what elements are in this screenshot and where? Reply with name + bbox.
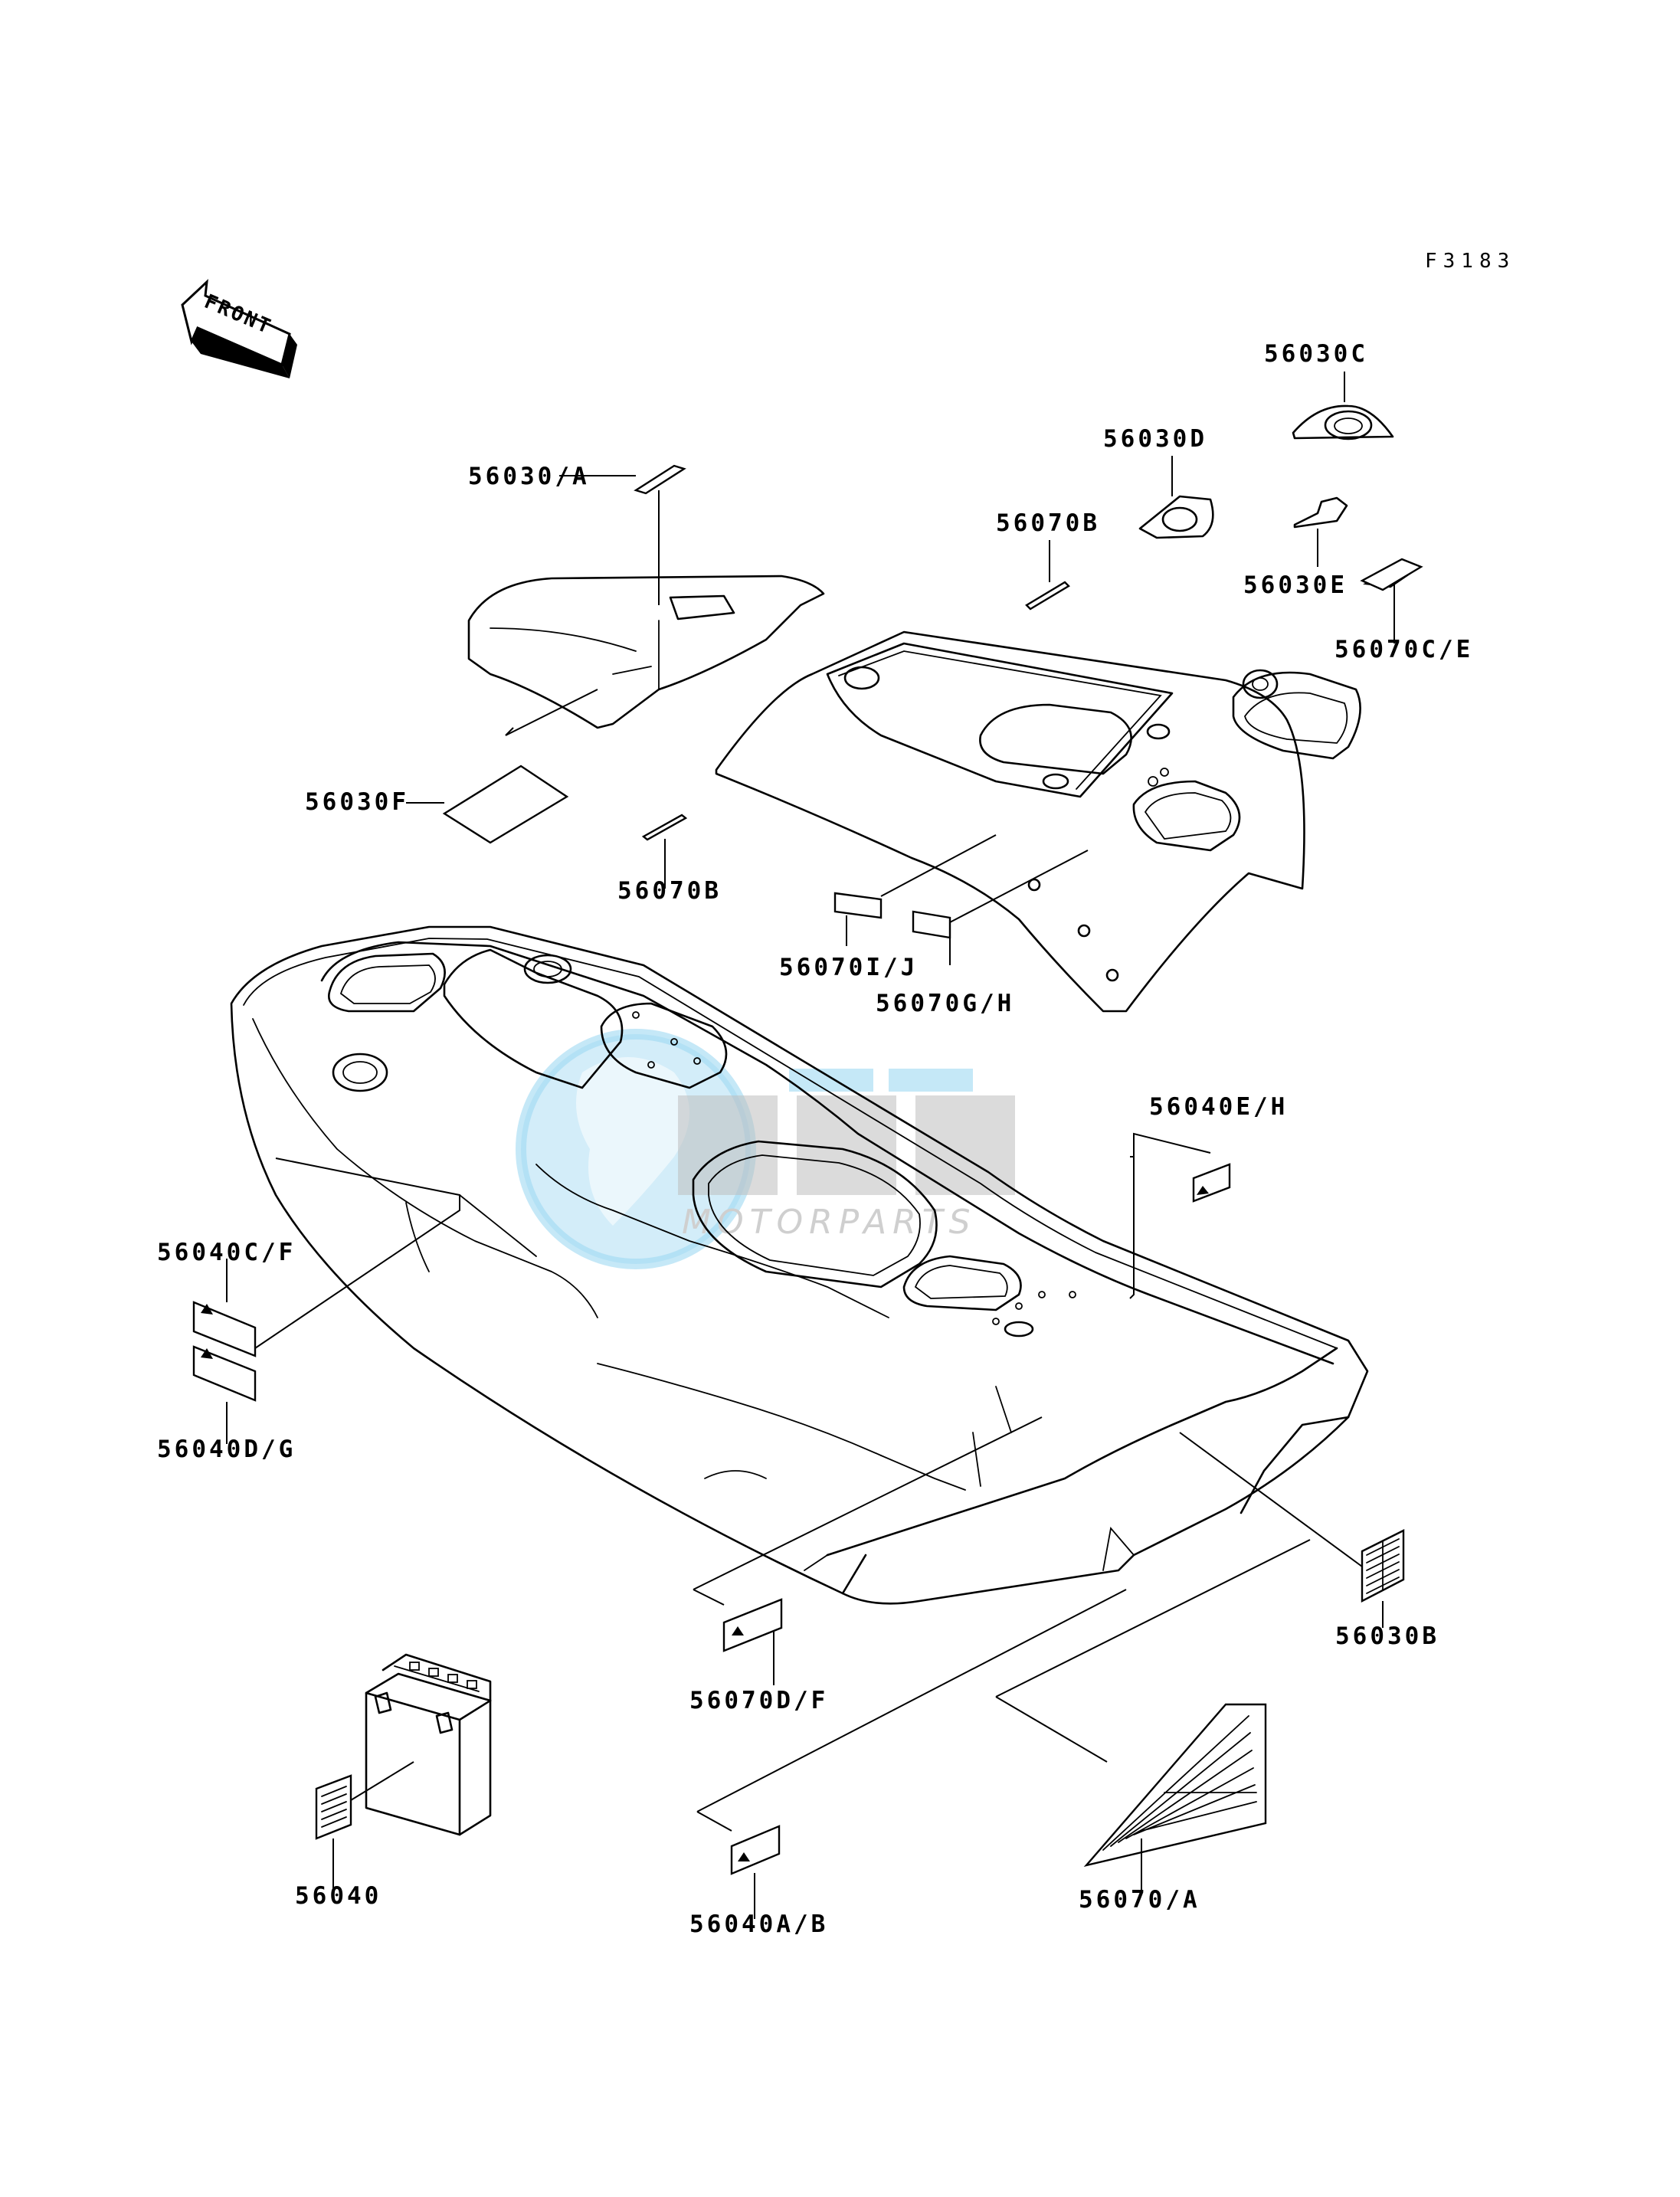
decal-56040c-f <box>192 1301 257 1357</box>
leader-lines <box>226 372 1395 1919</box>
watermark-logo: MOTORPARTS <box>516 1029 1015 1269</box>
decal-56030f <box>442 765 569 844</box>
watermark-text: MOTORPARTS <box>682 1203 977 1242</box>
decal-56070-a <box>1083 1703 1267 1868</box>
label-56070b-top: 56070B <box>996 509 1100 537</box>
label-56070b-mid: 56070B <box>617 877 722 905</box>
decal-56040d-g <box>192 1345 257 1402</box>
decal-56030b <box>1361 1529 1405 1603</box>
label-56040c-f: 56040C/F <box>157 1239 296 1266</box>
part-56030e-shape <box>1293 496 1348 529</box>
label-56040: 56040 <box>295 1882 382 1910</box>
rear-deck-cover-part <box>715 630 1305 1013</box>
label-56030b: 56030B <box>1335 1622 1439 1650</box>
decal-56040a-b <box>730 1825 781 1875</box>
label-56030-a: 56030/A <box>468 463 590 490</box>
decal-56070i-j <box>833 892 883 919</box>
label-56030d: 56030D <box>1103 425 1207 453</box>
decal-56070b-mid <box>641 814 688 841</box>
label-56070i-j: 56070I/J <box>779 954 919 981</box>
decal-56030-a <box>634 464 686 495</box>
front-arrow-icon <box>181 279 297 378</box>
label-56030e: 56030E <box>1243 571 1348 599</box>
decal-56040e-h <box>1192 1163 1231 1203</box>
hull-body-part <box>230 925 1369 1605</box>
label-56070-a: 56070/A <box>1079 1886 1200 1914</box>
figure-code: F3183 <box>1425 250 1516 273</box>
decal-56040 <box>315 1774 352 1840</box>
label-56040a-b: 56040A/B <box>689 1911 829 1938</box>
decal-56070g-h <box>912 910 951 939</box>
hatch-lid-part <box>1232 669 1361 760</box>
label-56040e-h: 56040E/H <box>1149 1093 1289 1121</box>
label-56040d-g: 56040D/G <box>157 1436 296 1463</box>
decal-56070b-top <box>1025 581 1070 611</box>
decal-56070d-f <box>722 1598 783 1652</box>
part-56030d-shape <box>1138 495 1214 539</box>
battery-part <box>365 1653 492 1836</box>
front-hood-part <box>467 575 825 729</box>
label-56030f: 56030F <box>305 788 409 816</box>
label-56070d-f: 56070D/F <box>689 1687 829 1714</box>
decal-56070c-e <box>1360 558 1423 591</box>
label-56070g-h: 56070G/H <box>876 990 1015 1017</box>
label-56070c-e: 56070C/E <box>1335 636 1474 663</box>
part-56030c-shape <box>1292 404 1394 440</box>
label-56030c: 56030C <box>1264 340 1368 368</box>
hull-seat-area <box>328 948 1076 1338</box>
